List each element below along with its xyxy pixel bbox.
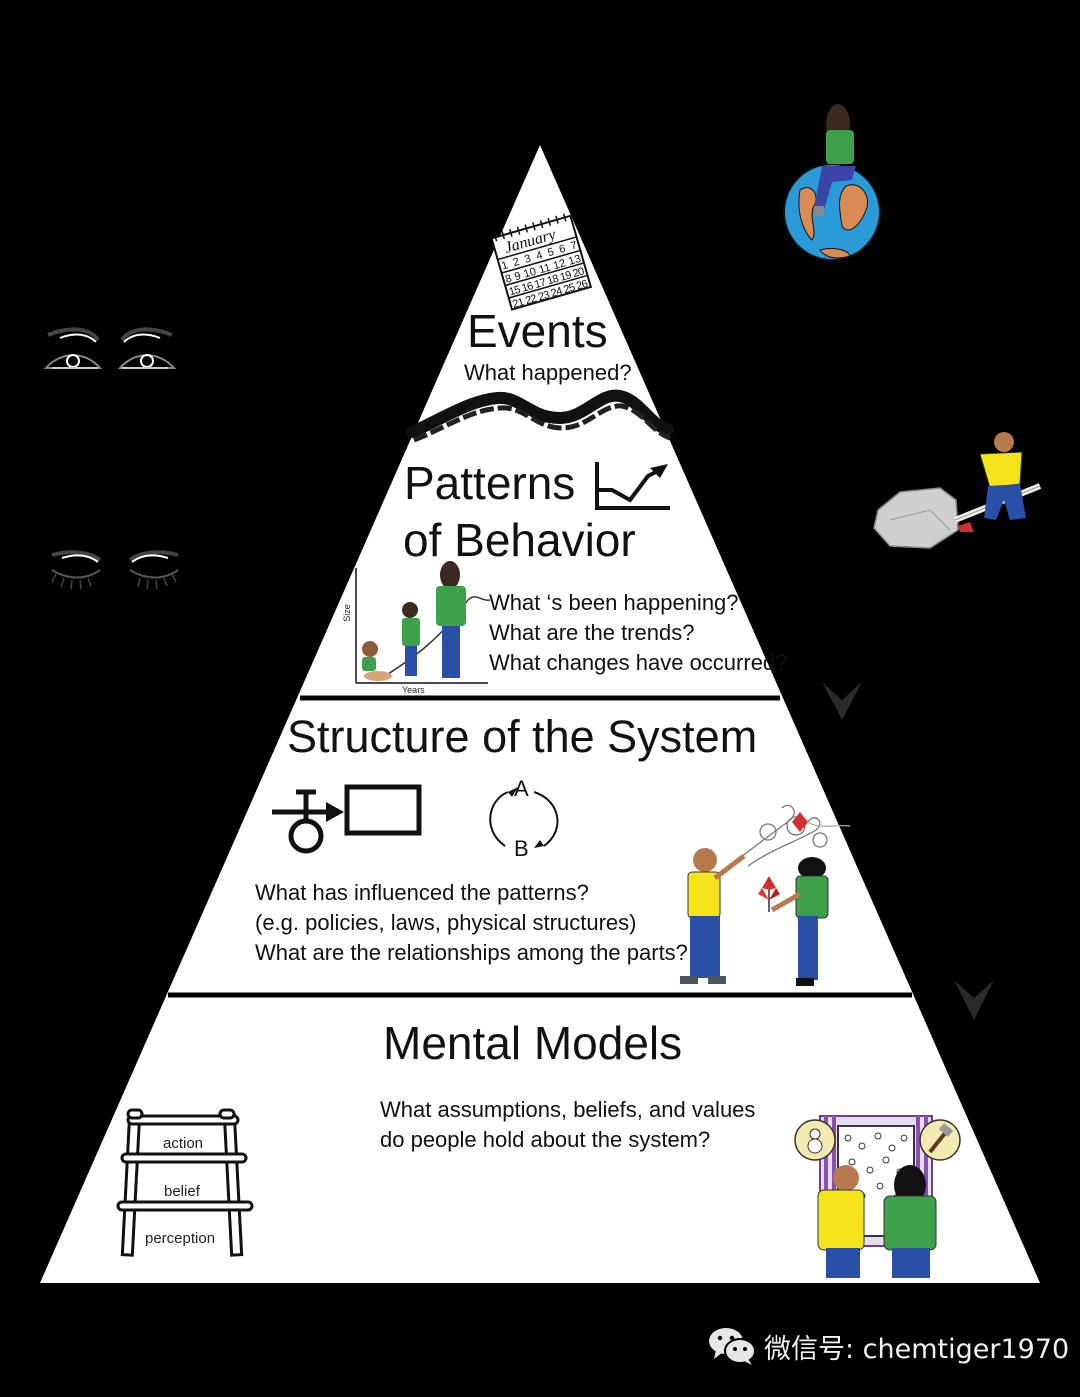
globe-thinker-icon [783, 104, 881, 261]
feedback-loop-icon: A B [489, 776, 559, 861]
ladder-rung-label: belief [164, 1183, 200, 1200]
tier-title-patterns-line2: of Behavior [403, 514, 636, 566]
child-figure-icon [402, 602, 420, 676]
window-scene-illustration [794, 1115, 961, 1278]
growth-graph [355, 561, 491, 684]
pinwheel-icon [758, 876, 780, 912]
tier-question: What changes have occurred? [489, 650, 788, 675]
chevron-down-icon [954, 980, 994, 1020]
graph-x-axis-label: Years [402, 685, 425, 695]
tier-question: What happened? [464, 360, 632, 385]
tier-question: What has influenced the patterns? [255, 880, 589, 905]
tier-title-mental-models: Mental Models [383, 1017, 683, 1069]
pyramid-shape [40, 145, 1040, 1283]
wechat-watermark: 微信号: chemtiger1970 [708, 1326, 1069, 1366]
graph-y-axis-label: Size [341, 604, 352, 622]
tier-question: What are the relationships among the par… [255, 940, 688, 965]
trend-chart-icon [595, 462, 670, 510]
tier-question: do people hold about the system? [380, 1127, 711, 1152]
ladder-rung-label: perception [145, 1230, 216, 1247]
lever-rock-icon [873, 432, 1042, 549]
loop-label-b: B [514, 836, 529, 861]
teen-figure-icon [436, 561, 466, 678]
tier-title-structure: Structure of the System [287, 711, 758, 762]
closed-eyes-icon [51, 550, 179, 590]
stock-flow-icon [272, 784, 422, 854]
brush-wave-divider [406, 389, 674, 443]
chevron-down-icon [822, 682, 862, 720]
tier-question: (e.g. policies, laws, physical structure… [255, 910, 637, 935]
tier-title-events: Events [467, 305, 608, 357]
loop-label-a: A [514, 776, 529, 801]
baby-figure-icon [362, 641, 392, 681]
ladder-rung-label: action [163, 1135, 204, 1152]
tier-question: What ‘s been happening? [489, 590, 739, 615]
kite-pinwheel-people-illustration [680, 804, 851, 986]
tier-question: What assumptions, beliefs, and values [380, 1097, 756, 1122]
open-eyes-icon [43, 327, 177, 369]
watermark-text: 微信号: chemtiger1970 [764, 1333, 1070, 1365]
wechat-icon [709, 1328, 756, 1365]
ladder-icon [116, 1108, 254, 1257]
tier-question: What are the trends? [489, 620, 695, 645]
tier-title-patterns-line1: Patterns [404, 457, 576, 509]
